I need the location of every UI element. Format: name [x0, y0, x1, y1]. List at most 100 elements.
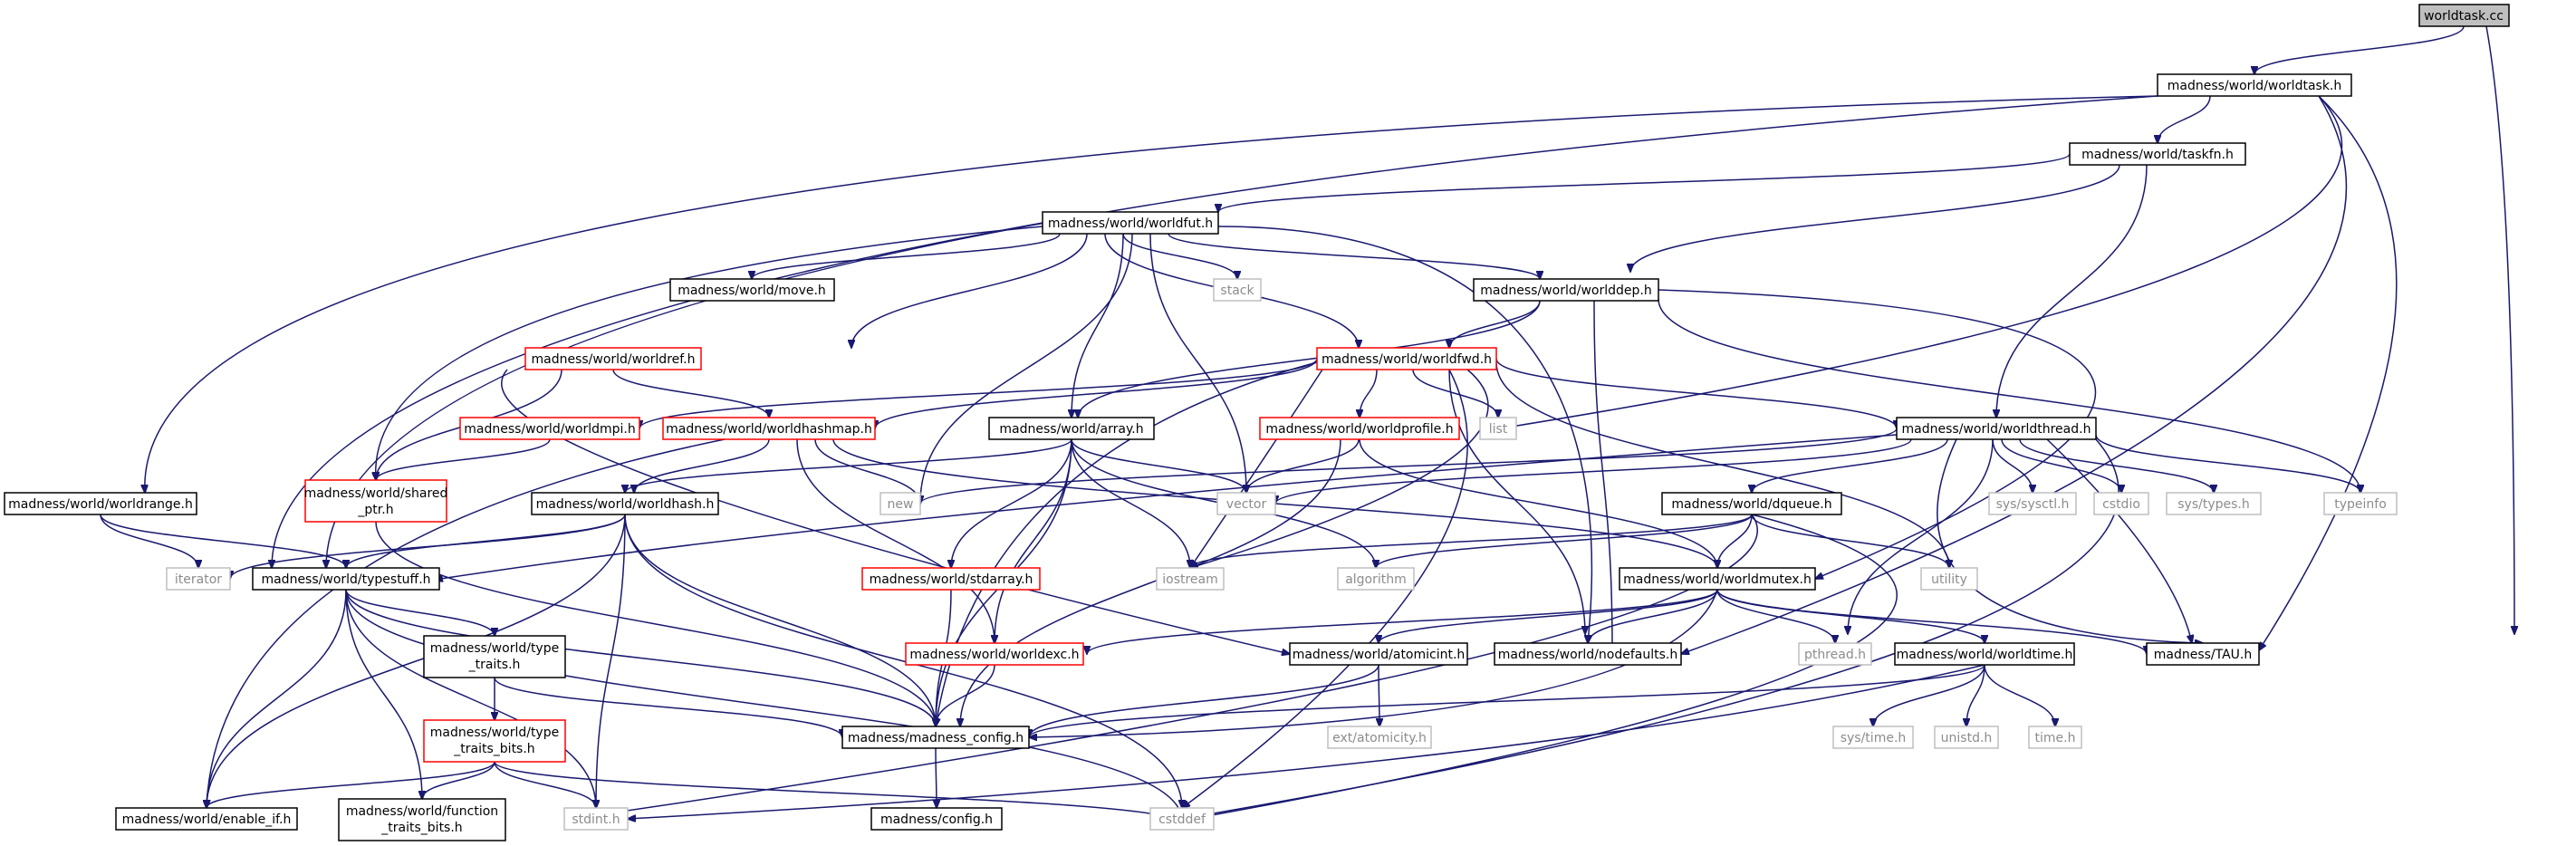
node-worldrange-h[interactable]: madness/world/worldrange.h [4, 492, 197, 515]
node-stdarray-h[interactable]: madness/world/stdarray.h [861, 567, 1041, 591]
dependency-edge [1966, 664, 1985, 726]
dependency-edge [1029, 664, 1379, 737]
node-sys-types-h[interactable]: sys/types.h [2166, 492, 2262, 515]
dependency-edge [1449, 300, 1541, 348]
node-worldthread-h[interactable]: madness/world/worldthread.h [1896, 417, 2097, 440]
node-label: iterator [175, 572, 222, 587]
node-label: pthread.h [1804, 648, 1866, 662]
node-typestuff-h[interactable]: madness/world/typestuff.h [252, 567, 440, 591]
node-worlddep-h[interactable]: madness/world/worlddep.h [1473, 278, 1659, 302]
node-worldhash-h[interactable]: madness/world/worldhash.h [531, 492, 719, 515]
node-label: madness/world/worldtask.h [2167, 79, 2342, 93]
dependency-edge [1218, 153, 2071, 212]
node-worldfut-h[interactable]: madness/world/worldfut.h [1042, 211, 1219, 235]
dependency-edge [1078, 300, 1541, 418]
node-new[interactable]: new [879, 492, 921, 515]
dependency-edge [1379, 589, 1718, 643]
node-type-traits-h[interactable]: madness/world/type _traits.h [423, 635, 566, 678]
node-worldtime-h[interactable]: madness/world/worldtime.h [1894, 642, 2075, 666]
node-config-h[interactable]: madness/config.h [870, 807, 1003, 831]
node-cstddef[interactable]: cstddef [1149, 807, 1215, 831]
dependency-edge [1996, 164, 2148, 418]
node-cstdio[interactable]: cstdio [2093, 492, 2149, 515]
node-vector[interactable]: vector [1216, 492, 1276, 515]
node-enable-if-h[interactable]: madness/world/enable_if.h [115, 807, 298, 831]
dependency-edge [2485, 25, 2514, 634]
dependency-edge [1716, 589, 2147, 654]
node-unistd-h[interactable]: unistd.h [1934, 726, 1999, 749]
node-worldmutex-h[interactable]: madness/world/worldmutex.h [1619, 567, 1816, 591]
node-sys-sysctl-h[interactable]: sys/sysctl.h [1988, 492, 2077, 515]
node-iterator[interactable]: iterator [166, 567, 231, 591]
node-atomicint-h[interactable]: madness/world/atomicint.h [1289, 642, 1468, 666]
node-madness-config-h[interactable]: madness/madness_config.h [841, 726, 1030, 749]
node-worldexc-h[interactable]: madness/world/worldexc.h [905, 642, 1084, 666]
dependency-edge [2095, 434, 2360, 493]
dependency-edge [1182, 369, 1468, 808]
node-dqueue-h[interactable]: madness/world/dqueue.h [1661, 492, 1842, 515]
node-label: madness/config.h [880, 812, 993, 827]
node-typeinfo[interactable]: typeinfo [2323, 492, 2398, 515]
node-stack[interactable]: stack [1213, 278, 1262, 302]
dependency-edge [207, 514, 626, 808]
dependency-edge [145, 95, 2158, 493]
node-label: madness/world/atomicint.h [1293, 648, 1466, 662]
node-move-h[interactable]: madness/world/move.h [669, 278, 835, 302]
node-label: madness/world/dqueue.h [1671, 497, 1831, 512]
node-label: madness/world/typestuff.h [261, 572, 430, 587]
node-label: madness/world/worldfut.h [1048, 216, 1213, 231]
dependency-edge [1029, 589, 1718, 737]
node-worldtask-h[interactable]: madness/world/worldtask.h [2157, 73, 2352, 97]
dependency-edge [1992, 438, 2033, 493]
dependency-edge [1246, 438, 1360, 493]
node-label: stdint.h [572, 812, 620, 827]
dependency-edge [2019, 438, 2214, 493]
node-worldref-h[interactable]: madness/world/worldref.h [524, 347, 702, 370]
node-label: stack [1220, 284, 1254, 298]
node-label: iostream [1162, 572, 1218, 587]
node-taskfn-h[interactable]: madness/world/taskfn.h [2069, 142, 2246, 166]
node-algorithm[interactable]: algorithm [1337, 567, 1415, 591]
dependency-edge [345, 589, 422, 799]
node-label: madness/TAU.h [2154, 648, 2253, 662]
dependency-edge [1360, 369, 1378, 418]
node-worldprofile-h[interactable]: madness/world/worldprofile.h [1259, 417, 1460, 440]
dependency-edge [494, 761, 1182, 824]
dependency-edge [1593, 300, 1612, 652]
node-worldfwd-h[interactable]: madness/world/worldfwd.h [1316, 347, 1497, 370]
node-array-h[interactable]: madness/world/array.h [988, 417, 1155, 440]
node-stdint-h[interactable]: stdint.h [563, 807, 629, 831]
node-utility[interactable]: utility [1920, 567, 1978, 591]
node-label: madness/world/worldfwd.h [1322, 352, 1492, 367]
node-label: sys/sysctl.h [1996, 497, 2070, 512]
node-label: madness/world/worlddep.h [1480, 284, 1651, 298]
dependency-edge [1658, 298, 2360, 493]
node-list[interactable]: list [1479, 417, 1517, 440]
dependency-edge [1190, 369, 1489, 568]
dependency-edge [1588, 589, 1718, 643]
node-worldhashmap-h[interactable]: madness/world/worldhashmap.h [662, 417, 876, 440]
node-nodefaults-h[interactable]: madness/world/nodefaults.h [1494, 642, 1682, 666]
dependency-edge [2259, 95, 2398, 650]
node-tau-h[interactable]: madness/TAU.h [2146, 642, 2260, 666]
node-ext-atomicity-h[interactable]: ext/atomicity.h [1327, 726, 1432, 749]
node-time-h[interactable]: time.h [2028, 726, 2082, 749]
node-function-traits-bits-h[interactable]: madness/world/function _traits_bits.h [338, 798, 506, 841]
dependency-edge [1717, 514, 1753, 568]
node-label: madness/world/taskfn.h [2081, 148, 2234, 162]
node-pthread-h[interactable]: pthread.h [1798, 642, 1872, 666]
node-shared-ptr-h[interactable]: madness/world/shared _ptr.h [304, 479, 448, 523]
node-type-traits-bits-h[interactable]: madness/world/type _traits_bits.h [423, 719, 566, 763]
node-label: madness/world/function [346, 804, 498, 819]
dependency-edge [920, 428, 1898, 504]
node-worldmpi-h[interactable]: madness/world/worldmpi.h [459, 417, 640, 440]
node-label: madness/world/type [430, 726, 559, 740]
dependency-edge [2046, 438, 2192, 643]
node-worldtask-cc[interactable]: worldtask.cc [2418, 4, 2510, 27]
dependency-edge [1873, 664, 1985, 726]
dependency-edge [1376, 514, 1753, 568]
node-sys-time-h[interactable]: sys/time.h [1832, 726, 1914, 749]
dependency-edge [207, 589, 347, 808]
dependency-edge [1495, 95, 2343, 429]
node-iostream[interactable]: iostream [1156, 567, 1225, 591]
